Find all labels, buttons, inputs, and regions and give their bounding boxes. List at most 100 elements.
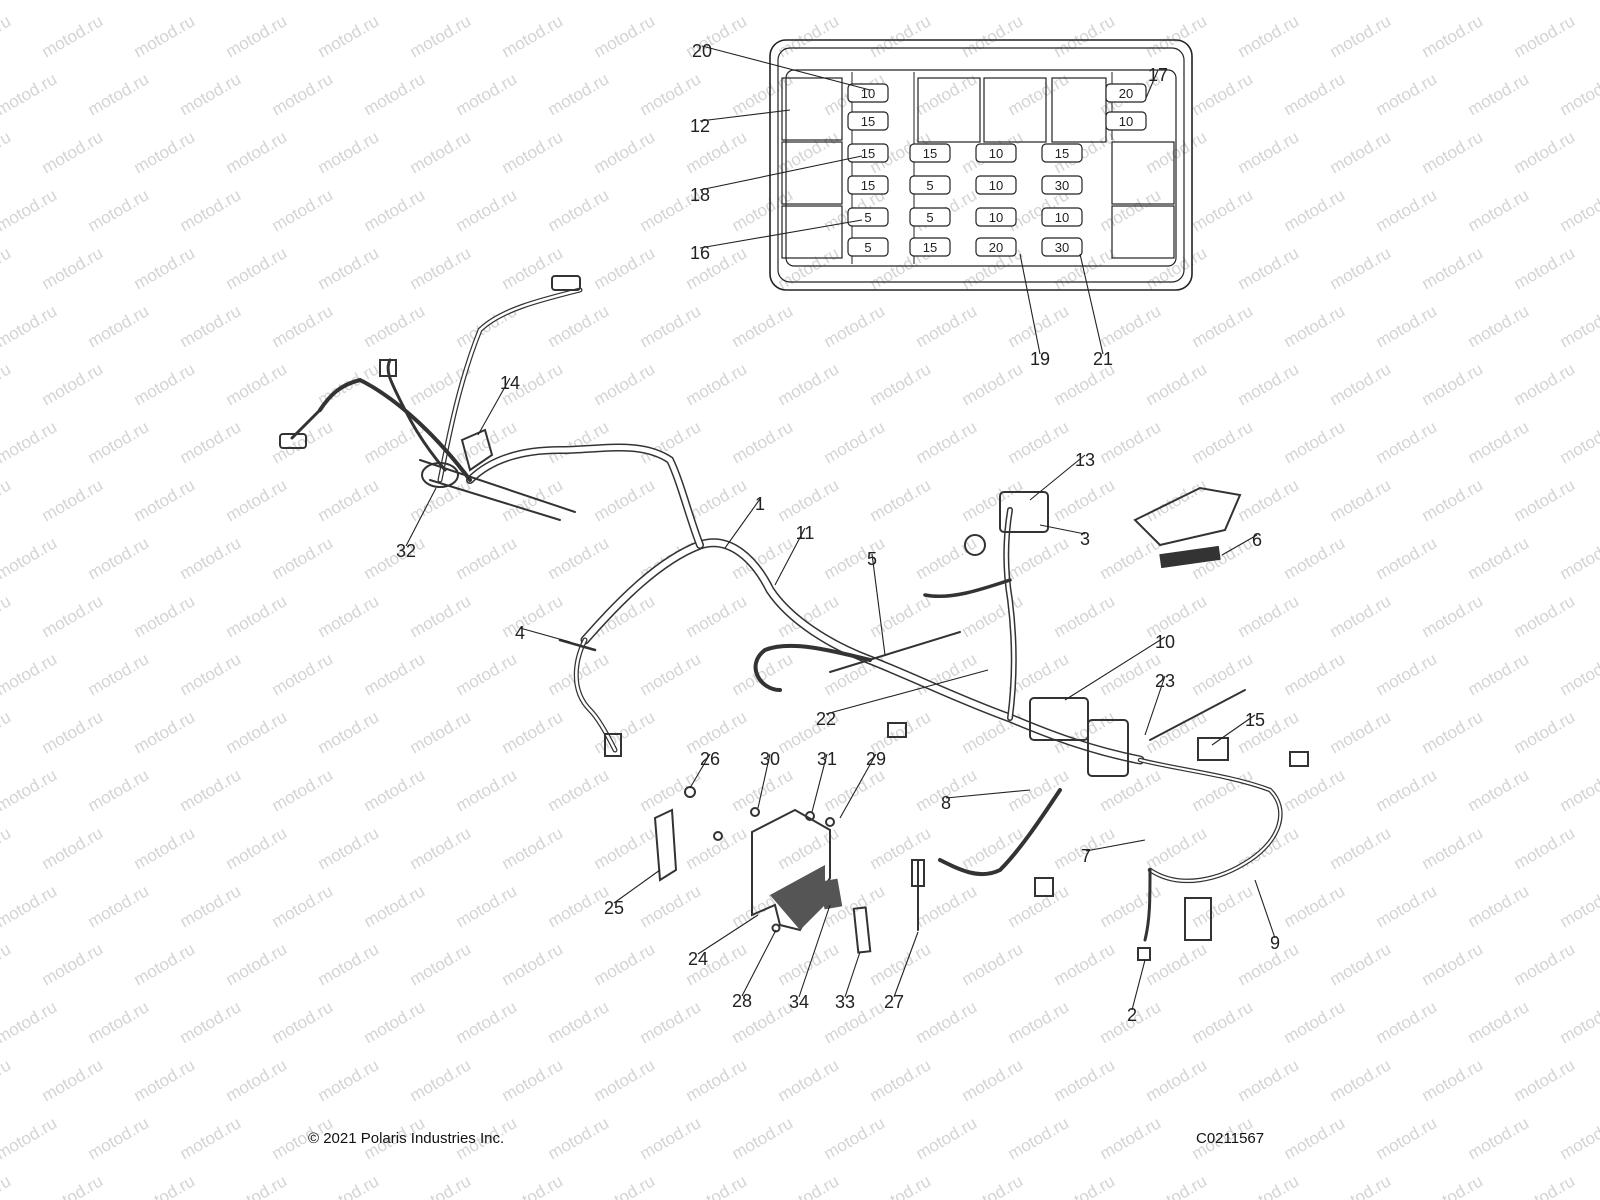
watermark-text: motod.ru <box>545 417 613 467</box>
callout-leader-20 <box>701 45 871 91</box>
watermark-text: motod.ru <box>499 127 567 177</box>
watermark-text: motod.ru <box>177 1113 245 1163</box>
watermark-text: motod.ru <box>1465 765 1533 815</box>
fuse-body <box>847 237 889 257</box>
watermark-text: motod.ru <box>0 243 14 293</box>
watermark-text: motod.ru <box>1235 475 1303 525</box>
watermark-text: motod.ru <box>407 591 475 641</box>
relay-left-top <box>781 77 843 141</box>
watermark-text: motod.ru <box>1373 765 1441 815</box>
watermark-text: motod.ru <box>177 533 245 583</box>
watermark-text: motod.ru <box>1097 533 1165 583</box>
watermark-text: motod.ru <box>499 11 567 61</box>
watermark-text: motod.ru <box>269 765 337 815</box>
callout-leader-19 <box>1019 253 1041 355</box>
watermark-text: motod.ru <box>1281 997 1349 1047</box>
callout-label-11: 11 <box>796 523 815 543</box>
bolt-28 <box>771 923 781 933</box>
watermark-text: motod.ru <box>867 591 935 641</box>
fuse-body <box>909 237 951 257</box>
watermark-text: motod.ru <box>407 823 475 873</box>
watermark-text: motod.ru <box>0 1113 60 1163</box>
callout-leader-27 <box>893 931 919 998</box>
watermark-text: motod.ru <box>407 1171 475 1200</box>
watermark-text: motod.ru <box>1051 1055 1119 1105</box>
fuse-body <box>1041 237 1083 257</box>
connector <box>1184 897 1212 941</box>
watermark-text: motod.ru <box>1097 0 1165 3</box>
watermark-text: motod.ru <box>177 69 245 119</box>
watermark-text: motod.ru <box>1419 243 1487 293</box>
fuse-rating-label: 5 <box>926 210 933 225</box>
watermark-text: motod.ru <box>0 127 14 177</box>
watermark-text: motod.ru <box>1189 417 1257 467</box>
fuse-slot: 10 <box>975 175 1017 195</box>
watermark-text: motod.ru <box>1511 939 1579 989</box>
harness-branch-upper-fill <box>467 445 703 548</box>
watermark-text: motod.ru <box>1143 1055 1211 1105</box>
callout-label-32: 32 <box>396 541 416 561</box>
watermark-text: motod.ru <box>1235 127 1303 177</box>
fuse-box-outer-shell <box>769 39 1193 291</box>
watermark-text: motod.ru <box>223 591 291 641</box>
bolt-31 <box>805 811 815 821</box>
watermark-text: motod.ru <box>131 11 199 61</box>
watermark-text: motod.ru <box>1327 707 1395 757</box>
fuse-slot: 10 <box>847 83 889 103</box>
copyright-text: © 2021 Polaris Industries Inc. <box>308 1130 505 1147</box>
watermark-text: motod.ru <box>499 939 567 989</box>
watermark-text: motod.ru <box>1327 591 1395 641</box>
watermark-text: motod.ru <box>1189 881 1257 931</box>
pad-34 <box>819 878 843 910</box>
watermark-text: motod.ru <box>361 0 429 3</box>
fuse-body <box>1041 143 1083 163</box>
watermark-text: motod.ru <box>1373 185 1441 235</box>
watermark-text: motod.ru <box>315 11 383 61</box>
watermark-text: motod.ru <box>1419 707 1487 757</box>
callout-leader-29 <box>839 753 877 819</box>
watermark-text: motod.ru <box>1419 1055 1487 1105</box>
watermark-text: motod.ru <box>1465 533 1533 583</box>
watermark-text: motod.ru <box>0 1055 14 1105</box>
callout-label-6: 6 <box>1252 530 1262 550</box>
fuse-slot: 5 <box>847 237 889 257</box>
fuse-body <box>1105 111 1147 131</box>
watermark-text: motod.ru <box>913 0 981 3</box>
watermark-text: motod.ru <box>1005 69 1073 119</box>
callout-leader-30 <box>757 753 771 809</box>
callout-label-14: 14 <box>500 373 520 393</box>
watermark-text: motod.ru <box>1465 649 1533 699</box>
watermark-text: motod.ru <box>1557 1113 1600 1163</box>
callout-label-21: 21 <box>1093 349 1113 369</box>
watermark-text: motod.ru <box>223 707 291 757</box>
watermark-text: motod.ru <box>499 1055 567 1105</box>
harness-loom-left-lead <box>318 377 472 482</box>
watermark-text: motod.ru <box>1051 11 1119 61</box>
watermark-text: motod.ru <box>1511 243 1579 293</box>
watermark-text: motod.ru <box>821 417 889 467</box>
watermark-text: motod.ru <box>591 823 659 873</box>
watermark-text: motod.ru <box>131 475 199 525</box>
watermark-text: motod.ru <box>223 11 291 61</box>
callout-leader-11 <box>774 527 806 586</box>
connector <box>1197 737 1229 761</box>
watermark-text: motod.ru <box>0 881 60 931</box>
callout-label-22: 22 <box>816 709 836 729</box>
fuse-body <box>909 207 951 227</box>
watermark-text: motod.ru <box>1005 1113 1073 1163</box>
watermark-text: motod.ru <box>223 939 291 989</box>
watermark-text: motod.ru <box>0 359 14 409</box>
watermark-text: motod.ru <box>1373 881 1441 931</box>
watermark-text: motod.ru <box>1143 1171 1211 1200</box>
watermark-text: motod.ru <box>545 69 613 119</box>
watermark-text: motod.ru <box>1281 1113 1349 1163</box>
watermark-text: motod.ru <box>1281 0 1349 3</box>
watermark-text: motod.ru <box>1235 359 1303 409</box>
callout-leader-23 <box>1144 675 1166 736</box>
fuse-body <box>975 207 1017 227</box>
watermark-text: motod.ru <box>1511 591 1579 641</box>
watermark-text: motod.ru <box>1511 475 1579 525</box>
connector <box>1289 751 1309 767</box>
